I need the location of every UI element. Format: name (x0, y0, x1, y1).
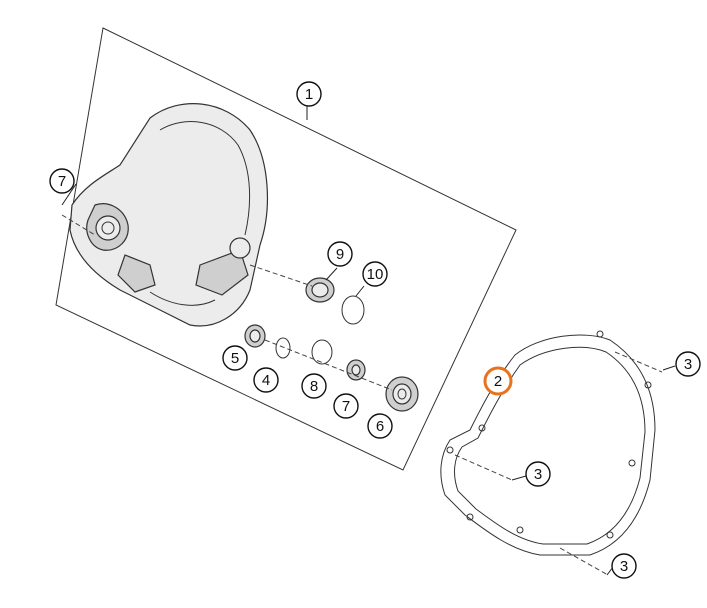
callout-1: 1 (296, 81, 322, 107)
callout-4: 4 (253, 367, 279, 393)
svg-text:3: 3 (684, 356, 692, 373)
leader-7-left (61, 183, 77, 206)
svg-text:6: 6 (376, 418, 384, 435)
gasket-part (440, 330, 656, 556)
svg-text:1: 1 (305, 86, 313, 103)
callout-3-mid: 3 (525, 461, 551, 487)
svg-text:3: 3 (534, 466, 542, 483)
callout-8: 8 (301, 373, 327, 399)
svg-text:3: 3 (620, 558, 628, 575)
seal-ring-10 (341, 295, 365, 325)
screw-axis-top (614, 351, 663, 373)
svg-text:5: 5 (231, 350, 239, 367)
bearing-6 (385, 376, 419, 412)
svg-text:7: 7 (58, 173, 66, 190)
seal-5 (244, 324, 266, 348)
svg-text:10: 10 (367, 266, 384, 283)
callout-5: 5 (222, 345, 248, 371)
axis-left (61, 214, 96, 236)
leader-10 (355, 285, 365, 297)
leader-3-top (662, 365, 676, 371)
callout-2-highlighted: 2 (483, 366, 513, 396)
callout-3-top: 3 (675, 351, 701, 377)
leader-9 (325, 267, 338, 281)
screw-axis-bottom (559, 547, 609, 576)
bearing-9 (249, 264, 335, 303)
svg-text:8: 8 (310, 378, 318, 395)
callout-7-left: 7 (49, 168, 75, 194)
screw-axis-mid (454, 454, 513, 481)
bushing-7 (346, 359, 366, 381)
callout-10: 10 (362, 261, 388, 287)
callout-7-right: 7 (333, 393, 359, 419)
svg-text:4: 4 (262, 372, 270, 389)
clutch-cover-part (69, 103, 269, 327)
leader-3-mid (511, 475, 527, 481)
svg-text:9: 9 (336, 246, 344, 263)
callout-3-bottom: 3 (611, 553, 637, 579)
circlip-4 (275, 337, 291, 359)
retaining-ring-8 (311, 339, 333, 365)
svg-text:7: 7 (342, 398, 350, 415)
callout-6: 6 (367, 413, 393, 439)
callout-9: 9 (327, 241, 353, 267)
axis-center (264, 339, 393, 391)
svg-text:2: 2 (494, 373, 502, 390)
